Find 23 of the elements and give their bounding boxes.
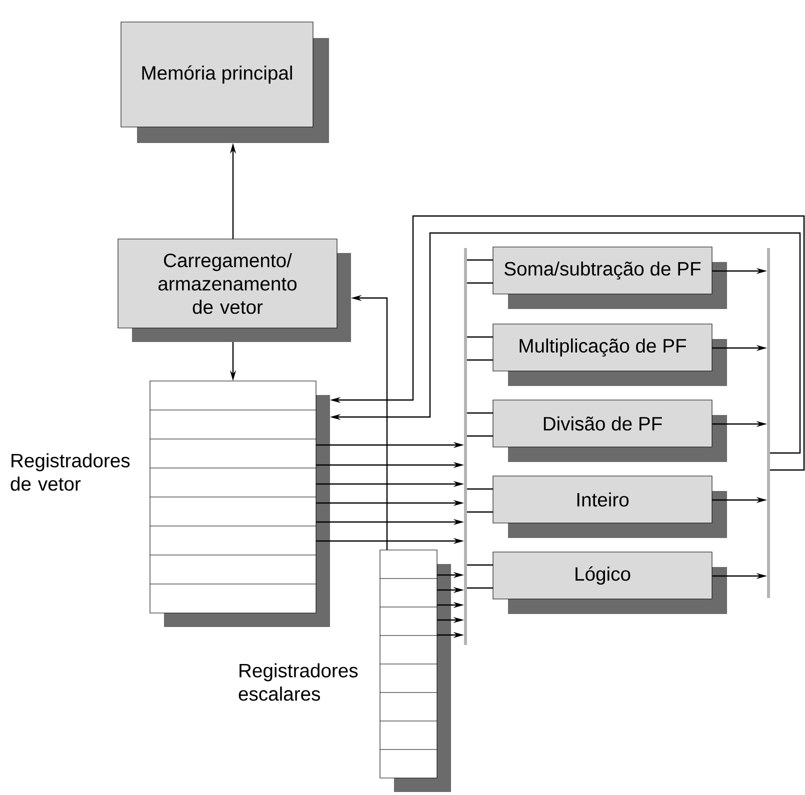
unit-box: Carregamento/ armazenamento de vetor [118,238,351,342]
connector-line [467,511,493,513]
connector-line [467,435,493,437]
unit-box: Soma/subtração de PF [492,246,727,309]
register-file [150,380,330,627]
connector-line [467,282,493,284]
bus-bar [464,248,467,645]
connector-line [467,564,493,566]
unit-box: Memória principal [120,22,329,143]
register-file [380,550,451,792]
unit-box: Lógico [492,552,727,614]
bus-bar [767,248,770,598]
unit-box: Divisão de PF [492,400,727,462]
unit-box: Inteiro [492,476,727,538]
connector-line [467,336,493,338]
connector-line [467,259,493,261]
unit-box: Multiplicação de PF [492,324,727,386]
connector-line [467,359,493,361]
connector-line [467,488,493,490]
connector-line [467,587,493,589]
register-label: Registradores de vetor [10,453,130,491]
connector-line [467,412,493,414]
register-label: Registradores escalares [238,663,358,701]
